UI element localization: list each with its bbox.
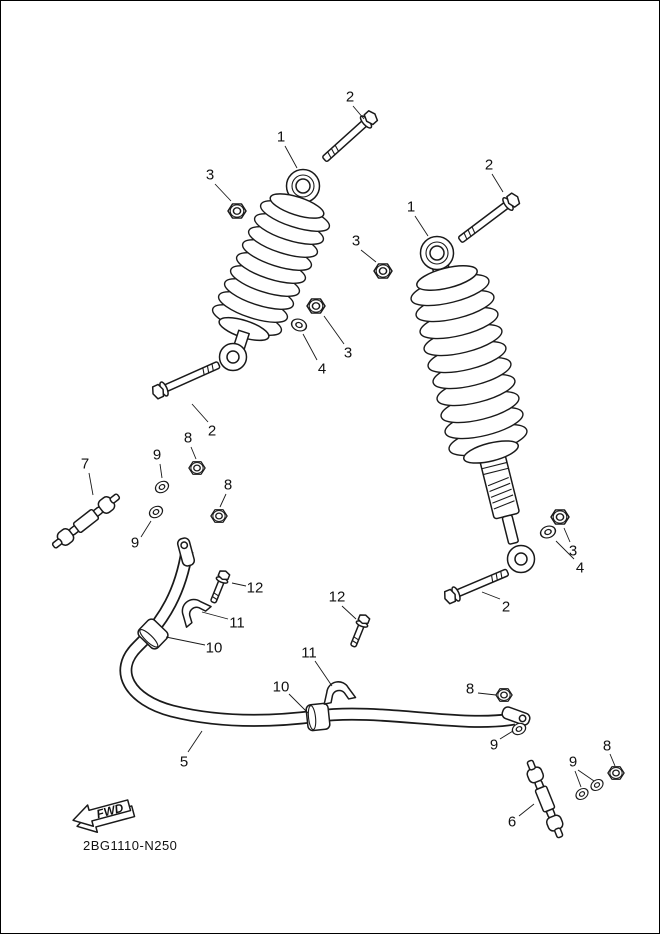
flange-bolt [443, 568, 510, 605]
washer [573, 785, 591, 803]
flange-bolt [151, 361, 221, 400]
flange-bolt [458, 192, 521, 243]
callout-label: 12 [247, 580, 264, 597]
callout-leader-line [360, 249, 377, 263]
callout-leader-line [563, 527, 571, 543]
small-flange-bolt [210, 570, 231, 604]
callout-label: 1 [277, 129, 285, 146]
callout-leader-line [609, 753, 616, 767]
callout-leader-line [165, 636, 206, 646]
callout-label: 7 [81, 456, 89, 473]
flange-nut [373, 263, 393, 279]
flange-nut [550, 509, 570, 525]
callout-label: 8 [184, 430, 192, 447]
fwd-direction-arrow: FWD [72, 799, 136, 833]
callout-leader-line [574, 770, 582, 788]
flange-nut [607, 766, 625, 780]
callout-leader-line [414, 215, 429, 237]
callout-label: 10 [273, 679, 290, 696]
callout-leader-line [88, 472, 94, 496]
flange-nut [495, 688, 513, 702]
washer [146, 503, 166, 521]
flange-nut [306, 298, 326, 314]
callout-label: 4 [576, 560, 584, 577]
callout-leader-line [190, 446, 197, 460]
fwd-label: FWD [95, 801, 125, 822]
bar-bushing [304, 702, 332, 732]
callout-label: 3 [206, 167, 214, 184]
flange-nut [227, 203, 247, 219]
callout-leader-line [323, 315, 345, 345]
callout-label: 3 [344, 345, 352, 362]
callout-label: 3 [569, 543, 577, 560]
callout-label: 8 [224, 477, 232, 494]
callout-label: 12 [329, 589, 346, 606]
callout-label: 2 [485, 157, 493, 174]
callout-leader-line [341, 605, 357, 620]
washer [289, 316, 309, 334]
small-flange-bolt [350, 614, 371, 648]
callout-leader-line [352, 105, 365, 120]
callout-leader-line [518, 803, 535, 817]
right-shock-absorber [410, 235, 536, 574]
part-code-label: 2BG1110-N250 [83, 838, 177, 853]
callout-leader-line [477, 692, 497, 696]
callout-label: 2 [346, 89, 354, 106]
washer [152, 478, 172, 496]
flange-nut [210, 509, 228, 523]
callout-label: 6 [508, 814, 516, 831]
bar-bracket [319, 677, 357, 705]
callout-label: 9 [131, 535, 139, 552]
callout-leader-line [481, 591, 501, 600]
callout-label: 2 [208, 423, 216, 440]
callout-label: 5 [180, 754, 188, 771]
callout-leader-line [187, 730, 203, 753]
callout-leader-line [231, 582, 247, 587]
stabilizer-bar [119, 549, 516, 728]
callout-label: 9 [490, 737, 498, 754]
callout-leader-line [499, 730, 514, 740]
left-shock-absorber [211, 168, 331, 372]
callout-label: 8 [466, 681, 474, 698]
flange-nut [188, 461, 206, 475]
callout-label: 11 [301, 645, 317, 662]
callout-label: 4 [318, 361, 326, 378]
callout-leader-line [159, 463, 163, 479]
stabilizer-link [48, 489, 124, 553]
washer [538, 523, 558, 541]
callout-label: 9 [153, 447, 161, 464]
callout-leader-line [555, 540, 575, 560]
callout-leader-line [314, 660, 333, 687]
callout-label: 8 [603, 738, 611, 755]
callout-label: 2 [502, 599, 510, 616]
stabilizer-link [521, 757, 569, 841]
damper-body [478, 448, 520, 545]
bar-end-tab-left [176, 537, 196, 567]
callout-leader-line [214, 183, 232, 202]
bar-end-tab-right [501, 706, 531, 726]
callout-label: 1 [407, 199, 415, 216]
callout-leader-line [491, 173, 504, 193]
callout-label: 11 [229, 615, 245, 632]
callout-leader-line [201, 611, 229, 620]
callout-leader-line [284, 145, 298, 169]
callout-leader-line [191, 403, 209, 423]
callout-label: 9 [569, 754, 577, 771]
callout-leader-line [288, 693, 309, 714]
callout-leader-line [577, 769, 595, 782]
flange-bolt [322, 110, 379, 162]
callout-leader-line [302, 333, 318, 361]
callout-label: 10 [206, 640, 223, 657]
callout-leader-line [140, 520, 152, 538]
callout-label: 3 [352, 233, 360, 250]
callout-leader-line [219, 493, 227, 508]
